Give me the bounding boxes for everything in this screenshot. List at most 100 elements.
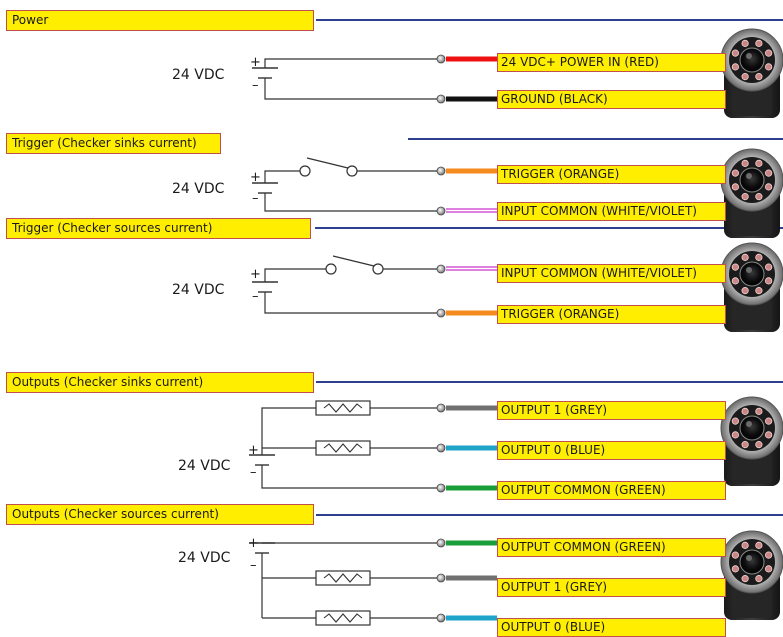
camera-led — [741, 541, 749, 549]
voltage-label: 24 VDC — [178, 550, 231, 566]
camera-led — [731, 565, 739, 573]
camera-led — [731, 169, 739, 177]
camera-led — [765, 49, 773, 57]
terminal-connector — [436, 573, 446, 583]
camera-body-lower — [732, 86, 772, 116]
camera-lens-highlight — [746, 555, 752, 561]
plus-sign: + — [250, 267, 261, 282]
camera-led — [765, 551, 773, 559]
terminal-connector — [436, 613, 446, 623]
camera-led — [731, 277, 739, 285]
wire — [264, 292, 440, 314]
camera-led — [731, 183, 739, 191]
camera-led — [741, 159, 749, 167]
minus-sign: – — [250, 558, 257, 573]
switch-lever — [332, 255, 375, 267]
terminal-connector — [436, 54, 446, 64]
terminal-connector — [436, 403, 446, 413]
camera-lens — [739, 167, 765, 193]
camera-led — [765, 565, 773, 573]
camera-led — [741, 287, 749, 295]
camera-led — [755, 407, 763, 415]
camera-led — [741, 73, 749, 81]
camera-led — [741, 39, 749, 47]
wire — [264, 170, 300, 183]
camera-led — [755, 541, 763, 549]
camera-led — [741, 193, 749, 201]
voltage-label: 24 VDC — [172, 282, 225, 298]
camera-led — [765, 431, 773, 439]
terminal-connector — [436, 308, 446, 318]
wire — [264, 268, 326, 282]
terminal-connector — [436, 166, 446, 176]
camera-led — [755, 575, 763, 583]
switch-contact — [299, 165, 311, 177]
camera-lens — [739, 415, 765, 441]
wire-label-output0-blue: OUTPUT 0 (BLUE) — [497, 441, 726, 460]
camera-led — [741, 407, 749, 415]
resistor-zigzag — [323, 613, 363, 623]
camera-led — [731, 551, 739, 559]
camera-lens-highlight — [746, 267, 752, 273]
wire-label-output1-grey: OUTPUT 1 (GREY) — [497, 401, 726, 420]
camera-lens-highlight — [746, 53, 752, 59]
wire-label-input-common-violet: INPUT COMMON (WHITE/VIOLET) — [497, 202, 726, 221]
plus-sign: + — [248, 443, 259, 458]
plus-sign: + — [250, 55, 261, 70]
wire-label-trigger-orange: TRIGGER (ORANGE) — [497, 305, 726, 324]
camera-led — [755, 159, 763, 167]
wire-label-output0-blue: OUTPUT 0 (BLUE) — [497, 618, 726, 637]
camera-led — [731, 49, 739, 57]
section-header-trigger-source: Trigger (Checker sources current) — [6, 218, 311, 239]
camera-led — [731, 263, 739, 271]
section-header-power: Power — [6, 10, 314, 31]
terminal-connector — [436, 483, 446, 493]
camera-led — [755, 287, 763, 295]
wire-label-input-common-violet: INPUT COMMON (WHITE/VIOLET) — [497, 264, 726, 283]
camera-led — [755, 253, 763, 261]
wire-label-ground-black: GROUND (BLACK) — [497, 90, 726, 109]
camera-led — [765, 169, 773, 177]
camera-led — [765, 417, 773, 425]
camera-lens — [739, 549, 765, 575]
terminal-connector — [436, 443, 446, 453]
switch-contact — [372, 263, 384, 275]
minus-sign: – — [252, 191, 259, 206]
minus-sign: – — [252, 289, 259, 304]
minus-sign: – — [252, 78, 259, 93]
wire — [261, 407, 316, 455]
camera-led — [755, 73, 763, 81]
terminal-connector — [436, 264, 446, 274]
section-header-outputs-sink: Outputs (Checker sinks current) — [6, 372, 314, 393]
camera-led — [765, 63, 773, 71]
camera-led — [765, 183, 773, 191]
camera-body-lower — [732, 206, 772, 236]
camera-led — [731, 63, 739, 71]
wire — [264, 58, 440, 68]
voltage-label: 24 VDC — [172, 67, 225, 83]
switch-contact — [325, 263, 337, 275]
camera-lens-highlight — [746, 421, 752, 427]
camera-lens-highlight — [746, 173, 752, 179]
plus-sign: + — [248, 536, 259, 551]
camera-led — [731, 431, 739, 439]
plus-sign: + — [250, 170, 261, 185]
voltage-label: 24 VDC — [178, 458, 231, 474]
camera-led — [741, 253, 749, 261]
section-header-trigger-sink: Trigger (Checker sinks current) — [6, 133, 221, 154]
camera-led — [765, 263, 773, 271]
camera-led — [731, 417, 739, 425]
camera-led — [741, 575, 749, 583]
wire-label-power-in-red: 24 VDC+ POWER IN (RED) — [497, 53, 726, 72]
terminal-connector — [436, 206, 446, 216]
camera-led — [765, 277, 773, 285]
camera-body-lower — [732, 300, 772, 330]
camera-led — [741, 441, 749, 449]
minus-sign: – — [250, 465, 257, 480]
voltage-label: 24 VDC — [172, 181, 225, 197]
camera-body-lower — [732, 588, 772, 618]
camera-led — [755, 441, 763, 449]
wire — [261, 465, 440, 489]
switch-lever — [306, 157, 349, 169]
